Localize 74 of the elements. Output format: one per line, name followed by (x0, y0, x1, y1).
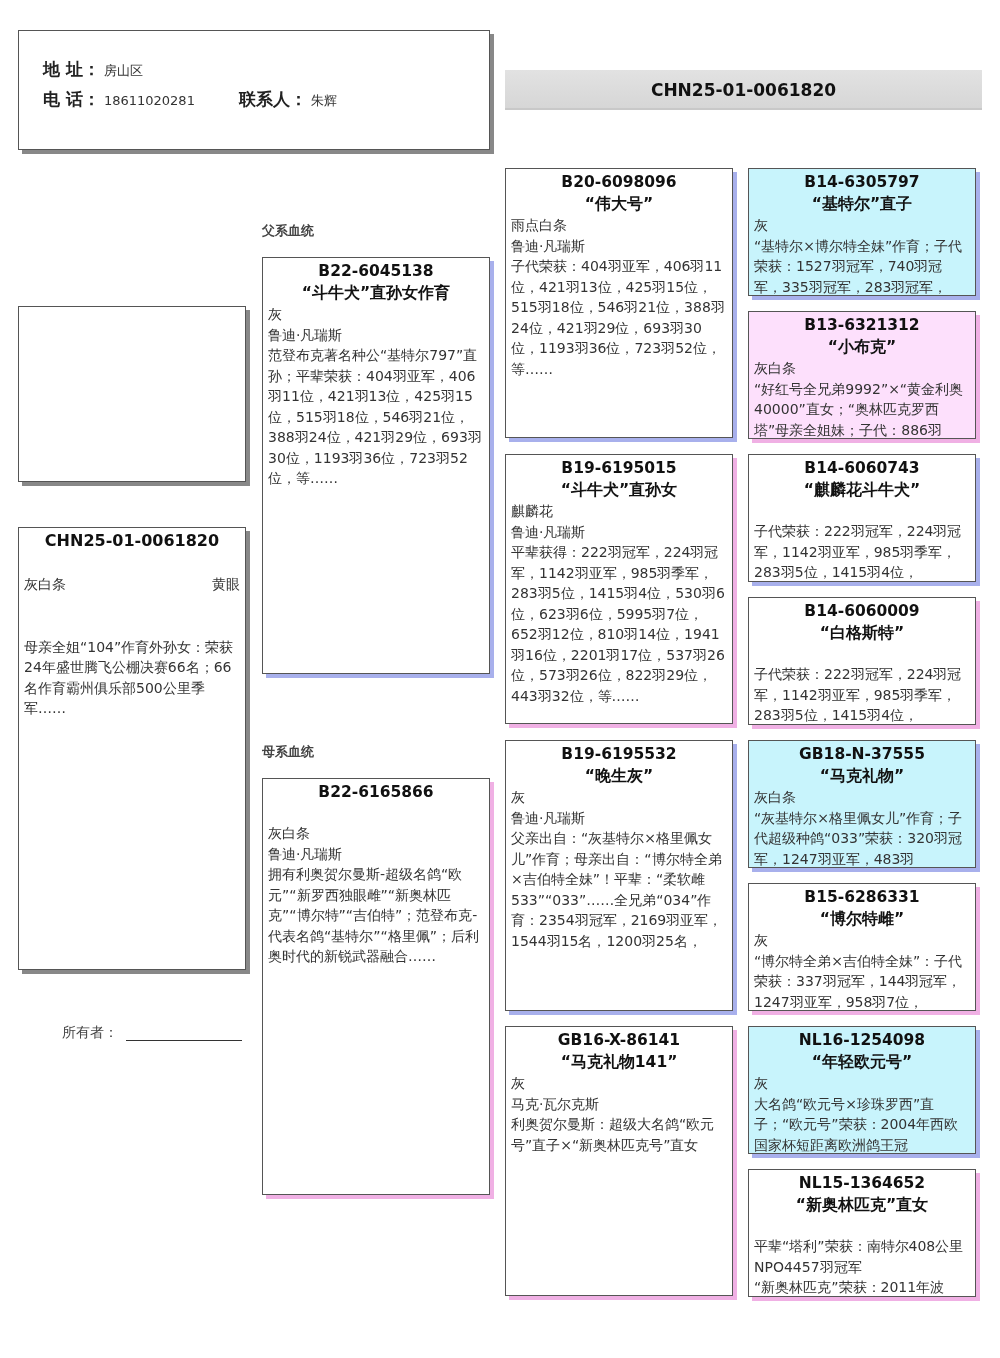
ring-number: B22-6045138 (317, 261, 435, 282)
field-label: 地 址： (43, 59, 100, 80)
card-text: 灰白条 (268, 824, 311, 843)
pigeon-name: “小布克” (826, 337, 898, 358)
ring-number: B14-6060743 (803, 458, 921, 479)
card-text: 灰 (754, 216, 769, 235)
card-text: 鲁迪·凡瑞斯 (268, 844, 344, 864)
card-text: 麒麟花 (511, 502, 554, 521)
title-band (505, 70, 982, 110)
ring-number: B15-6286331 (803, 887, 921, 908)
ring-number: CHN25-01-0061820 (43, 530, 221, 552)
ring-number: B22-6165866 (317, 782, 435, 803)
ring-number: B19-6195532 (560, 744, 678, 765)
card-text: 灰 (511, 788, 526, 807)
card-text: 鲁迪·凡瑞斯 (511, 522, 587, 542)
card-text: 平辈获得：222羽冠军，224羽冠军，1142羽亚军，985羽季军，283羽5位，1415羽4位，530羽6位，623羽6位，5995羽7位，652羽12位，810羽14位，1941羽16位，2201羽17位，537羽26位，573羽26位，822羽29位，443羽32位，等…… (511, 543, 726, 706)
card-text: “新奥林匹克”荣获：2011年波 (754, 1278, 946, 1297)
description-text: 母亲全姐“104”作育外孙女：荣获24年盛世腾飞公棚决赛66名；66名作育霸州俱乐部500公里季军…… (24, 637, 235, 718)
card-text: 平辈“塔利”荣获：南特尔408公里NPO4457羽冠军 (754, 1237, 965, 1277)
card-text: 利奥贺尔曼斯：超级大名鸽“欧元号”直子×“新奥林匹克号”直女 (511, 1115, 716, 1155)
field-value: 房山区 (103, 62, 143, 80)
card-text: “基特尔×博尔特全妹”作育；子代荣获：1527羽冠军，740羽冠军，335羽冠军，283羽冠军， (754, 236, 964, 297)
pigeon-name: “马克礼物141” (559, 1052, 679, 1073)
ring-number: NL15-1364652 (797, 1173, 927, 1194)
pigeon-name: “博尔特雌” (818, 909, 906, 930)
pigeon-name: “麒麟花斗牛犬” (802, 480, 922, 501)
card-text: “灰基特尔×格里佩女儿”作育；子代超级种鸽“033”荣获：320羽冠军，1247羽亚军，483羽 (754, 808, 964, 869)
eye-color: 黄眼 (212, 575, 240, 594)
section-heading: 母系血统 (262, 743, 314, 761)
ring-number: B20-6098096 (560, 172, 678, 193)
field-value: 朱辉 (310, 92, 337, 110)
card-text: 范登布克著名种公“基特尔797”直孙；平辈荣获：404羽亚军，406羽11位，421羽13位，425羽15位，515羽18位，546羽21位，388羽24位，421羽29位，693羽30位，1193羽36位，723羽52位，等…… (268, 346, 483, 488)
pigeon-name: “伟大号” (583, 194, 655, 215)
pigeon-name: “马克礼物” (818, 766, 906, 787)
card-text: 鲁迪·凡瑞斯 (268, 325, 344, 345)
ring-number: B14-6305797 (803, 172, 921, 193)
card-text: 灰 (511, 1074, 526, 1093)
band-title: CHN25-01-0061820 (649, 79, 838, 102)
pigeon-name: “斗牛犬”直孙女作育 (300, 283, 452, 304)
ring-number: NL16-1254098 (797, 1030, 927, 1051)
card-text: 灰白条 (754, 788, 797, 807)
ring-number: B14-6060009 (803, 601, 921, 622)
card-text: 拥有利奥贺尔曼斯-超级名鸽“欧元”“新罗西独眼雌”“新奥林匹克”“博尔特”“吉伯特”；范登布克-代表名鸽“基特尔”“格里佩”；后利奥时代的新锐武器融合…… (268, 865, 480, 966)
pigeon-name: “斗牛犬”直孙女 (559, 480, 679, 501)
pigeon-name: “新奥林匹克”直女 (794, 1195, 930, 1216)
card-text: 子代荣获：222羽冠军，224羽冠军，1142羽亚军，985羽季军，283羽5位，1415羽4位， (754, 522, 963, 582)
card-text: 子代荣获：404羽亚军，406羽11位，421羽13位，425羽15位，515羽18位，546羽21位，388羽24位，421羽29位，693羽30位，1193羽36位，723羽52位，等…… (511, 257, 726, 379)
pigeon-name: “年轻欧元号” (810, 1052, 914, 1073)
ring-number: GB18-N-37555 (798, 744, 926, 765)
pigeon-name: “白格斯特” (818, 623, 906, 644)
card-text: 灰 (268, 305, 283, 324)
section-heading: 父系血统 (262, 222, 314, 240)
card-text: “好红号全兄弟9992”×“黄金利奥40000”直女；“奥林匹克罗西塔”母亲全姐妹；子代：886羽 (754, 379, 965, 440)
ring-number: B19-6195015 (560, 458, 678, 479)
card-text: 灰白条 (754, 359, 797, 378)
field-label: 所有者： (62, 1024, 118, 1042)
card-text: 子代荣获：222羽冠军，224羽冠军，1142羽亚军，985羽季军，283羽5位，1415羽4位， (754, 665, 963, 725)
plumage-color: 灰白条 (24, 575, 66, 594)
card-text: 大名鸽“欧元号×珍珠罗西”直子；“欧元号”荣获：2004年西欧国家杯短距离欧洲鸽王冠 (754, 1094, 960, 1155)
ring-number: GB16-X-86141 (556, 1030, 682, 1051)
pigeon-name: “基特尔”直子 (810, 194, 914, 215)
field-value: 18611020281 (103, 92, 195, 110)
field-label: 联系人： (238, 89, 307, 110)
card-text: 雨点白条 (511, 216, 568, 235)
card-text: 灰 (754, 931, 769, 950)
card-text: 鲁迪·凡瑞斯 (511, 236, 587, 256)
card-text: “博尔特全弟×吉伯特全妹”：子代荣获：337羽冠军，144羽冠军，1247羽亚军，958羽7位， (754, 951, 964, 1012)
card-text: 父亲出自：“灰基特尔×格里佩女儿”作育；母亲出自：“博尔特全弟×吉伯特全妹”！平辈：“柔软雌533”“033”……全兄弟“034”作育：2354羽冠军，2169羽亚军，1544羽15名，1200羽25名， (511, 829, 724, 951)
card-text: 马克·瓦尔克斯 (511, 1094, 601, 1114)
card-text: 鲁迪·凡瑞斯 (511, 808, 587, 828)
field-label: 电 话： (43, 89, 100, 110)
card-text: 灰 (754, 1074, 769, 1093)
pigeon-name: “晚生灰” (583, 766, 655, 787)
ring-number: B13-6321312 (803, 315, 921, 336)
